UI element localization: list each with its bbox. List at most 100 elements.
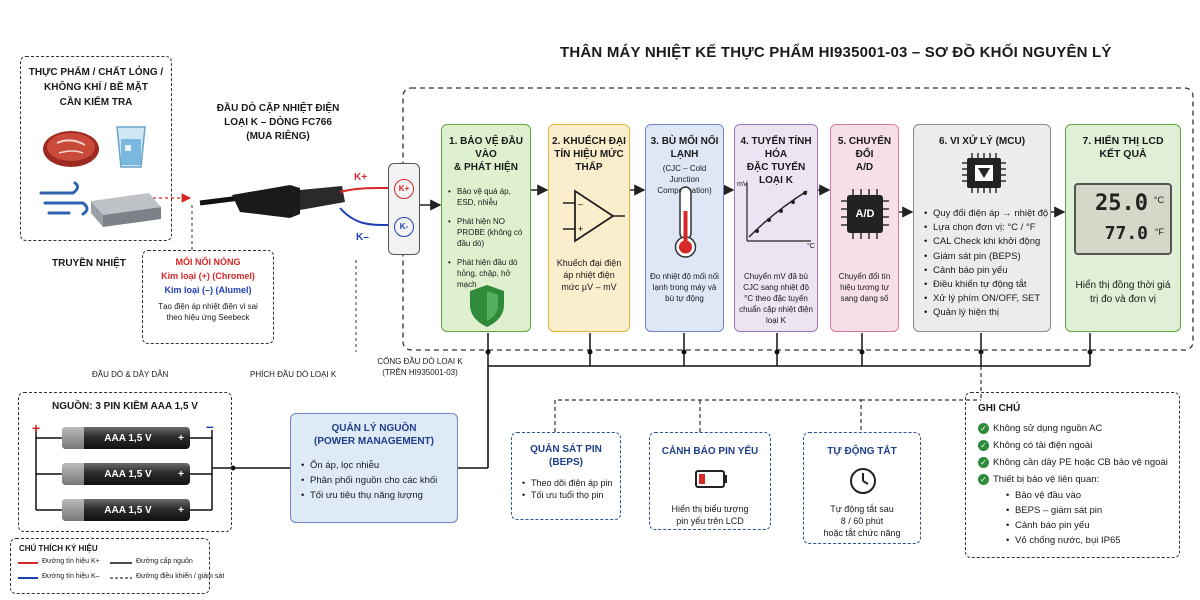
note-check-item: ✓Không có tải điện ngoài — [978, 437, 1179, 454]
block-mcu: 6. VI XỬ LÝ (MCU) Quy đổi điện áp → nhiệ… — [913, 124, 1051, 332]
block5-head-2: A/D — [855, 162, 874, 173]
svg-text:+: + — [578, 224, 583, 234]
power-mgmt-item: Phân phối nguồn cho các khối — [301, 473, 451, 488]
junction-plus: Kim loại (+) (Chromel) — [161, 271, 255, 281]
mcu-item: Xử lý phím ON/OFF, SET — [924, 292, 1048, 306]
note-check-item: ✓ Thiết bị bảo vệ liên quan: — [978, 471, 1179, 488]
subject-line-2: KHÔNG KHÍ / BỀ MẶT — [44, 82, 148, 93]
lcd-unit-fahrenheit: °F — [1154, 227, 1164, 237]
battery-cell: AAA 1,5 V + — [62, 499, 190, 521]
block-linearization: 4. TUYẾN TÍNH HÓA ĐẶC TUYẾN LOẠI K mV °C… — [734, 124, 818, 332]
thermometer-icon — [674, 186, 697, 258]
block-lcd: 7. HIỂN THỊ LCD KẾT QUẢ 25.0 °C 77.0 °F … — [1065, 124, 1181, 332]
block5-head-1: 5. CHUYỂN ĐỔI — [837, 136, 892, 160]
block-adc: 5. CHUYỂN ĐỔI A/D A/D Chuyển đổi tín hiệ… — [830, 124, 899, 332]
k-minus-pin-icon: K- — [394, 217, 414, 237]
subject-icons — [39, 126, 161, 227]
mcu-item: Quy đổi điện áp → nhiệt độ — [924, 207, 1048, 221]
legend-kplus: Đường tín hiệu K+ — [42, 558, 100, 565]
auto-off-head: TỰ ĐỘNG TẮT — [827, 446, 897, 457]
block5-desc: Chuyển đổi tín hiệu tương tự sang dạng s… — [838, 272, 891, 303]
block2-head-2: TÍN HIỆU MỨC THẤP — [554, 149, 624, 173]
block-cjc: 3. BÙ MỐI NỐI LẠNH (CJC – Cold Junction … — [645, 124, 724, 332]
block7-head-2: KẾT QUẢ — [1099, 148, 1147, 160]
mcu-item: Cảnh báo pin yếu — [924, 264, 1048, 278]
junction-desc-1: Tạo điện áp nhiệt điện vi sai — [158, 302, 258, 311]
battery-cell-label: AAA 1,5 V — [104, 504, 152, 516]
beps-head-2: (BEPS) — [549, 457, 583, 468]
curve-graph-icon — [746, 183, 811, 242]
low-battery-desc-1: Hiển thị biểu tượng — [671, 504, 749, 514]
battery-cell-label: AAA 1,5 V — [104, 432, 152, 444]
power-mgmt-item: Tối ưu tiêu thụ năng lượng — [301, 488, 451, 503]
beps-head-1: QUẢN SÁT PIN — [530, 444, 602, 455]
lcd-unit-celsius: °C — [1153, 195, 1164, 205]
probe-label-line-1: ĐẦU DÒ CẶP NHIỆT ĐIỆN — [216, 103, 340, 114]
graph-y-label: mV — [737, 181, 748, 188]
power-mgmt-head-2: (POWER MANAGEMENT) — [314, 436, 434, 447]
beps-item: Tối ưu tuổi thọ pin — [522, 489, 616, 501]
battery-cell-plus: + — [178, 504, 184, 516]
legend-title: CHÚ THÍCH KÝ HIỆU — [19, 544, 98, 553]
mcu-chip-icon — [962, 153, 1006, 193]
block7-desc: Hiển thị đồng thời giá trị đo và đơn vị — [1075, 280, 1171, 305]
note-sub-item: Bảo vệ đầu vào — [1006, 488, 1179, 503]
legend-power: Đường cấp nguồn — [136, 558, 193, 565]
timer-icon — [850, 468, 876, 494]
lcd-value-fahrenheit: 77.0 — [1104, 223, 1148, 244]
probe-port: K+ K- — [388, 163, 420, 255]
check-icon: ✓ — [978, 473, 989, 485]
block-input-protection: 1. BẢO VỆ ĐẦU VÀO & PHÁT HIỆN Bảo vệ quá… — [441, 124, 531, 332]
graph-x-label: °C — [807, 243, 815, 250]
legend-box: CHÚ THÍCH KÝ HIỆU — [10, 538, 210, 594]
note-check-item: ✓ Không cần dây PE hoặc CB bảo vệ ngoài — [978, 454, 1179, 471]
beps-item: Theo dõi điện áp pin — [522, 477, 616, 489]
low-battery-box: CẢNH BÁO PIN YẾU Hiển thị biểu tượng pin… — [649, 432, 771, 530]
k-minus-label: K– — [356, 232, 369, 243]
note-sub-item: Vỏ chống nước, bụi IP65 — [1006, 533, 1179, 548]
block1-head-2: & PHÁT HIỆN — [454, 162, 518, 173]
battery-minus-sign: – — [206, 418, 214, 434]
water-glass-icon — [116, 126, 146, 168]
block2-head-1: 2. KHUẾCH ĐẠI — [552, 136, 626, 147]
heat-transfer-label: TRUYỀN NHIỆT — [52, 258, 126, 269]
port-label-line-2: (TRÊN HI935001-03) — [382, 368, 458, 377]
power-management-box: QUẢN LÝ NGUỒN (POWER MANAGEMENT) Ổn áp, … — [290, 413, 458, 523]
plug-label: PHÍCH ĐẦU DÒ LOẠI K — [250, 370, 337, 379]
beps-box: QUẢN SÁT PIN (BEPS) Theo dõi điện áp pin… — [511, 432, 621, 520]
battery-source-box: NGUỒN: 3 PIN KIỀM AAA 1,5 V — [18, 392, 232, 532]
block1-head-1: 1. BẢO VỆ ĐẦU VÀO — [449, 136, 523, 160]
chip-label: A/D — [855, 208, 875, 220]
lcd-screen: 25.0 °C 77.0 °F — [1074, 183, 1172, 255]
auto-off-box: TỰ ĐỘNG TẮT Tự động tắt sau 8 / 60 phút … — [803, 432, 921, 544]
check-icon: ✓ — [978, 456, 989, 468]
block4-desc: Chuyển mV đã bù CJC sang nhiệt độ °C the… — [739, 272, 813, 325]
probe-label: ĐẦU DÒ CẶP NHIỆT ĐIỆN LOẠI K – DÒNG FC76… — [198, 102, 358, 144]
check-icon: ✓ — [978, 422, 989, 434]
battery-cell-plus: + — [178, 432, 184, 444]
notes-box: GHI CHÚ ✓Không sử dụng nguồn AC ✓Không c… — [965, 392, 1180, 558]
block4-head-2: ĐẶC TUYẾN LOẠI K — [746, 162, 806, 186]
power-mgmt-item: Ổn áp, lọc nhiễu — [301, 458, 451, 473]
note-sub-item: Cảnh báo pin yếu — [1006, 518, 1179, 533]
auto-off-desc-1: Tự động tắt sau — [830, 504, 894, 514]
check-icon: ✓ — [978, 439, 989, 451]
battery-cell-label: AAA 1,5 V — [104, 468, 152, 480]
chip-icon — [841, 189, 889, 239]
battery-plus-sign: + — [32, 420, 41, 436]
legend-kminus: Đường tín hiệu K– — [42, 573, 100, 580]
k-plus-label: K+ — [354, 172, 368, 183]
note-text: Không cần dây PE hoặc CB bảo vệ ngoài — [993, 457, 1168, 468]
subject-line-1: THỰC PHẨM / CHẤT LỎNG / — [28, 67, 164, 78]
wind-icon — [39, 181, 89, 216]
note-text: Thiết bị bảo vệ liên quan: — [993, 474, 1100, 485]
probe-wire-label: ĐẦU DÒ & DÂY DẪN — [92, 370, 169, 379]
hot-junction-box: MỐI NỐI NÓNG Kim loại (+) (Chromel) Kim … — [142, 250, 274, 344]
note-sub-item: BEPS – giám sát pin — [1006, 503, 1179, 518]
block6-head: 6. VI XỬ LÝ (MCU) — [938, 136, 1026, 147]
block3-head-1: 3. BÙ MỐI NỐI LẠNH — [650, 136, 719, 160]
note-check-item: ✓Không sử dụng nguồn AC — [978, 420, 1179, 437]
block7-head-1: 7. HIỂN THỊ LCD — [1082, 135, 1164, 147]
legend-control: Đường điều khiển / giám sát — [136, 573, 225, 580]
